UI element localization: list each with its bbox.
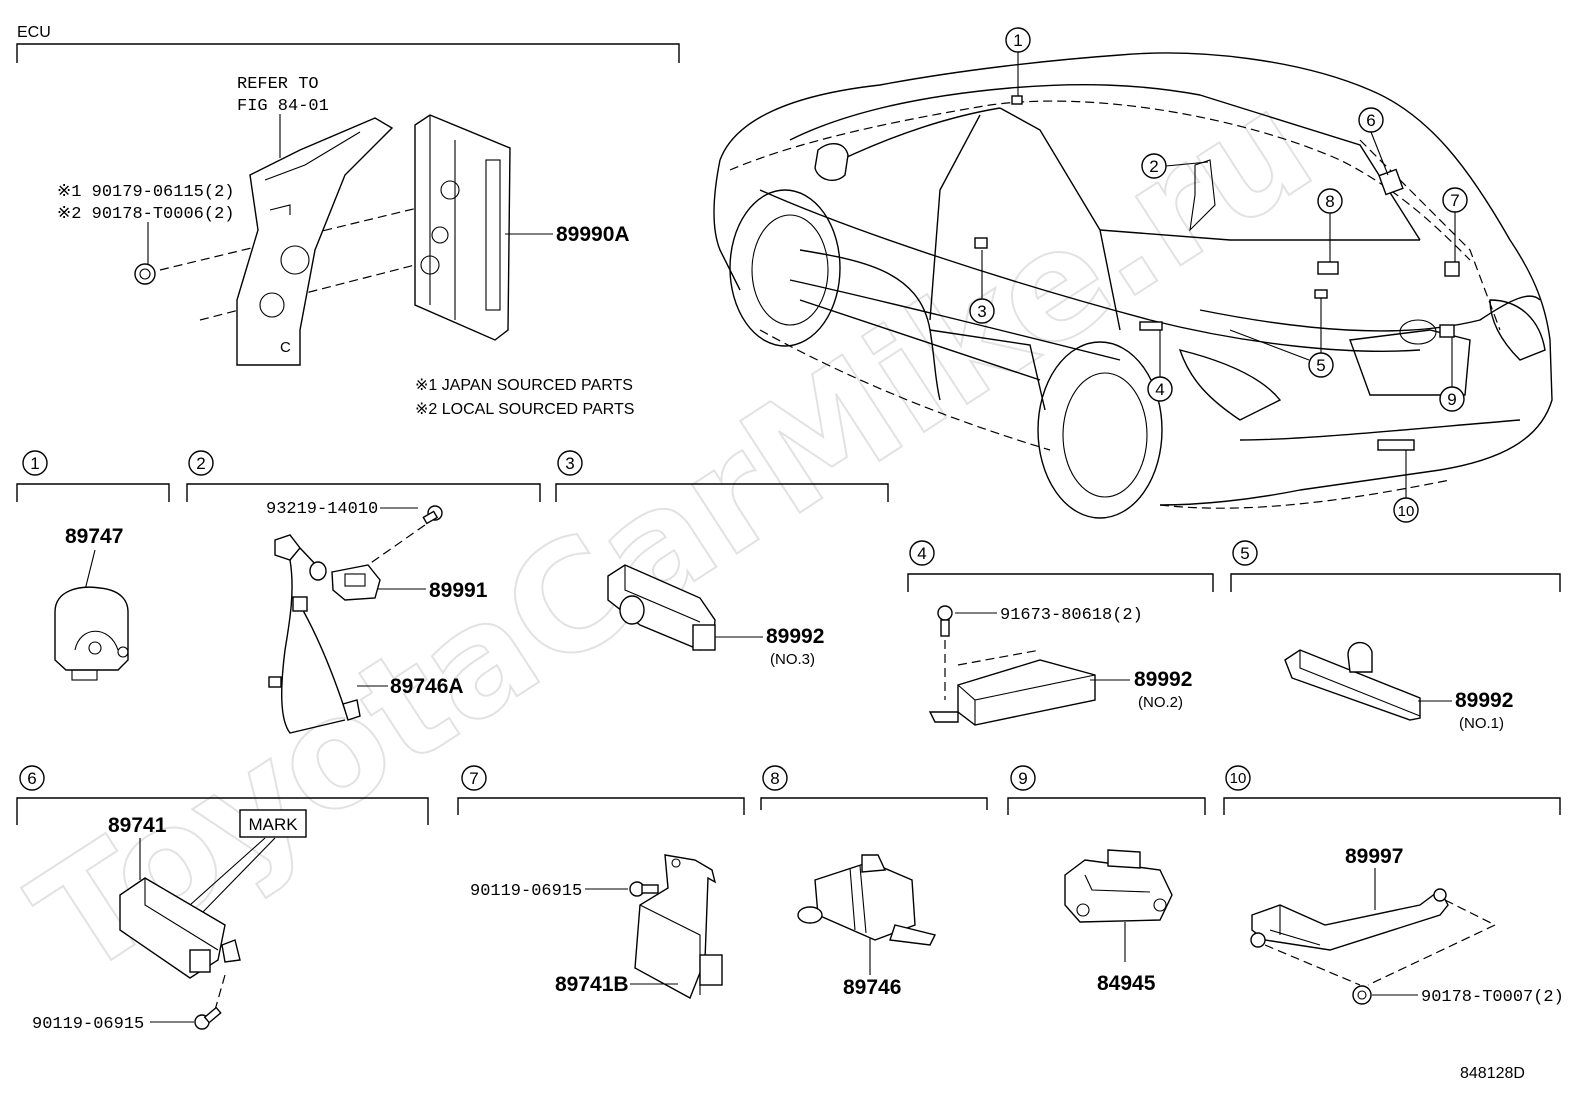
callout-4[interactable]: 4: [1155, 380, 1164, 399]
callout-10[interactable]: 10: [1398, 503, 1415, 520]
harness-drawing: [268, 534, 361, 734]
antenna-no3-drawing: [607, 564, 716, 651]
refer-fig-text[interactable]: FIG 84-01: [237, 97, 329, 116]
callout-9[interactable]: 9: [1447, 390, 1456, 409]
car-overview-drawing: [713, 52, 1553, 519]
section-6-bolt-label[interactable]: 90119-06915: [32, 1015, 144, 1034]
mark-box: [239, 809, 307, 838]
section-5: 5 89992 (NO.1): [1230, 540, 1561, 732]
section-8: 8 89746: [760, 765, 988, 999]
section-5-sub: (NO.1): [1459, 715, 1504, 732]
section-7-part[interactable]: 89741B: [555, 973, 629, 996]
callout-1[interactable]: 1: [1013, 31, 1022, 50]
callout-4-circle[interactable]: [1147, 376, 1173, 402]
section-3: 3 89992 (NO.3): [555, 450, 889, 668]
callout-7-circle[interactable]: [1442, 187, 1468, 213]
bolt-6-icon: [194, 1006, 222, 1030]
bracket-marker-c: C: [280, 339, 291, 356]
section-10-part[interactable]: 89997: [1345, 845, 1403, 868]
callout-10-circle[interactable]: [1393, 497, 1419, 523]
ecu-bolt1-label[interactable]: ※1 90179-06115(2): [57, 183, 234, 202]
module-7-drawing: [634, 854, 723, 999]
ecu-note-local: ※2 LOCAL SOURCED PARTS: [415, 401, 634, 418]
section-2-screw-label[interactable]: 93219-14010: [266, 500, 378, 519]
bolt-7-icon: [629, 881, 659, 897]
section-8-part[interactable]: 89746: [843, 976, 901, 999]
section-4-sub: (NO.2): [1138, 694, 1183, 711]
callout-3-circle[interactable]: [969, 298, 995, 324]
section-2-number: 2: [196, 454, 205, 473]
section-3-sub: (NO.3): [770, 651, 815, 668]
nut-10-icon: [1352, 985, 1372, 1005]
car-callouts: 1 2 3 4 5 6 7 8 9 10: [969, 27, 1468, 523]
ecu-nut-icon: [134, 263, 156, 285]
callout-8[interactable]: 8: [1325, 192, 1334, 211]
section-2-sensor-part[interactable]: 89991: [429, 579, 488, 602]
ecu-part-number[interactable]: 89990A: [556, 223, 630, 246]
screw-icon: [422, 505, 443, 525]
section-5-part[interactable]: 89992: [1455, 689, 1513, 712]
callout-8-circle[interactable]: [1317, 188, 1343, 214]
section-6-part[interactable]: 89741: [108, 814, 167, 837]
mark-label[interactable]: MARK: [248, 815, 298, 834]
section-10-bolt-label[interactable]: 90178-T0007(2): [1421, 988, 1564, 1007]
ecu-module-drawing: [414, 114, 511, 341]
section-1: 1 89747: [16, 450, 170, 681]
section-7-bolt-label[interactable]: 90119-06915: [470, 882, 582, 901]
ecu-section: ECU REFER TO FIG 84-01 ※1 90179-06115(2)…: [16, 24, 680, 418]
drawing-code: 848128D: [1460, 1065, 1525, 1082]
section-4-number: 4: [917, 544, 926, 563]
section-4-part[interactable]: 89992: [1134, 668, 1192, 691]
section-7: 7 90119-06915 89741B: [457, 765, 745, 999]
ecu-bracket-drawing: C: [236, 117, 394, 366]
callout-6[interactable]: 6: [1366, 111, 1375, 130]
section-2-harness-part[interactable]: 89746A: [390, 675, 464, 698]
callout-7[interactable]: 7: [1450, 191, 1459, 210]
callout-9-circle[interactable]: [1439, 386, 1465, 412]
sensor-drawing: [331, 564, 381, 601]
section-10-number: 10: [1230, 770, 1247, 787]
callout-2-circle[interactable]: [1141, 153, 1167, 179]
switch-9-drawing: [1064, 849, 1173, 923]
section-1-part[interactable]: 89747: [65, 525, 123, 548]
callout-5[interactable]: 5: [1316, 356, 1325, 375]
section-5-number: 5: [1240, 544, 1249, 563]
refer-to-text[interactable]: REFER TO: [237, 75, 319, 94]
section-2: 2 93219-14010 89991 89746A: [186, 450, 541, 734]
callout-1-circle[interactable]: [1005, 27, 1031, 53]
antenna-no1-drawing: [1284, 641, 1421, 721]
section-4-bolt-label[interactable]: 91673-80618(2): [1000, 606, 1143, 625]
section-6-number: 6: [27, 769, 36, 788]
ecu-bolt2-label[interactable]: ※2 90178-T0006(2): [57, 205, 234, 224]
module-6-drawing: [119, 877, 241, 979]
section-3-number: 3: [565, 454, 574, 473]
section-4: 4 91673-80618(2) 89992 (NO.2): [907, 540, 1214, 726]
section-9: 9 84945: [1007, 765, 1206, 995]
buzzer-drawing: [54, 586, 129, 681]
callout-5-circle[interactable]: [1308, 352, 1334, 378]
section-9-number: 9: [1018, 769, 1027, 788]
antenna-no2-drawing: [928, 649, 1096, 726]
sensor-8-drawing: [797, 854, 937, 946]
ecu-section-bracket: [16, 43, 680, 63]
callout-2[interactable]: 2: [1149, 157, 1158, 176]
section-7-number: 7: [469, 769, 478, 788]
section-6: 6 89741 MARK 90119-06915: [16, 765, 429, 1034]
callout-6-circle[interactable]: [1358, 107, 1384, 133]
section-1-number: 1: [30, 454, 39, 473]
callout-3[interactable]: 3: [977, 302, 986, 321]
antenna-10-drawing: [1250, 888, 1449, 951]
section-10: 10 89997 90178-T0007(2): [1223, 765, 1564, 1007]
ecu-section-label: ECU: [17, 24, 51, 41]
section-8-number: 8: [770, 769, 779, 788]
bolt-icon: [937, 605, 953, 637]
section-9-part[interactable]: 84945: [1097, 972, 1156, 995]
section-3-part[interactable]: 89992: [766, 625, 824, 648]
ecu-note-japan: ※1 JAPAN SOURCED PARTS: [415, 377, 633, 394]
